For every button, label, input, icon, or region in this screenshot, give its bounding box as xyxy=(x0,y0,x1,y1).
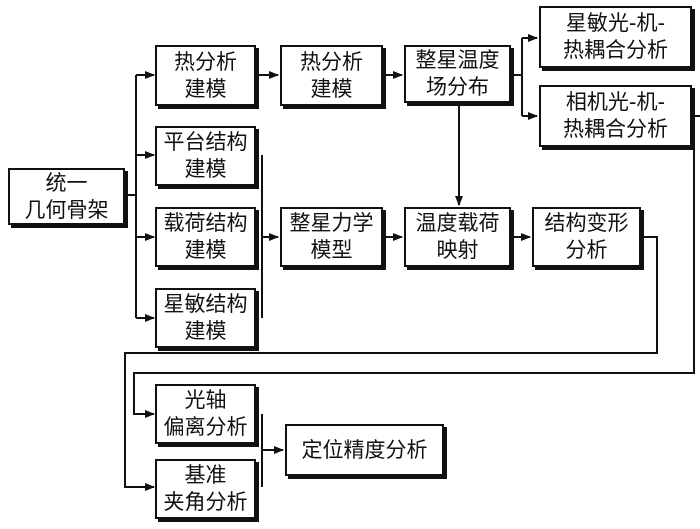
node-temperature-load-mapping: 温度载荷 映射 xyxy=(404,207,511,267)
node-unified-geometry: 统一 几何骨架 xyxy=(8,168,125,225)
node-label: 星敏结构 建模 xyxy=(163,292,248,343)
node-label: 平台结构 建模 xyxy=(163,130,248,181)
node-reference-angle: 基准 夹角分析 xyxy=(155,459,256,519)
node-label: 整星温度 场分布 xyxy=(415,48,500,99)
node-label: 热分析 建模 xyxy=(300,49,363,101)
node-platform-model: 平台结构 建模 xyxy=(155,126,256,186)
node-label: 热分析 建模 xyxy=(174,49,237,101)
node-mechanics-model: 整星力学 模型 xyxy=(280,207,383,267)
arrow-camera-to-optical-axis xyxy=(133,115,700,418)
node-label: 载荷结构 建模 xyxy=(163,211,248,262)
node-star-sensor-model: 星敏结构 建模 xyxy=(155,288,256,348)
node-temperature-field: 整星温度 场分布 xyxy=(404,45,511,103)
node-label: 相机光-机- 热耦合分析 xyxy=(563,90,668,141)
node-label: 定位精度分析 xyxy=(301,437,428,462)
node-positioning-accuracy: 定位精度分析 xyxy=(285,424,444,476)
node-label: 光轴 偏离分析 xyxy=(163,388,248,439)
node-label: 统一 几何骨架 xyxy=(24,170,109,222)
node-label: 基准 夹角分析 xyxy=(163,463,248,514)
node-structural-deformation: 结构变形 分析 xyxy=(532,207,641,267)
node-optical-axis-offset: 光轴 偏离分析 xyxy=(155,384,256,444)
node-star-sensor-coupling: 星敏光-机- 热耦合分析 xyxy=(539,6,692,68)
node-thermal-model-1: 热分析 建模 xyxy=(155,45,256,106)
node-payload-model: 载荷结构 建模 xyxy=(155,207,256,267)
node-label: 星敏光-机- 热耦合分析 xyxy=(563,11,668,62)
node-thermal-model-2: 热分析 建模 xyxy=(280,45,383,106)
node-camera-coupling: 相机光-机- 热耦合分析 xyxy=(539,85,692,147)
node-label: 结构变形 分析 xyxy=(544,211,629,262)
node-label: 整星力学 模型 xyxy=(289,211,374,262)
arrow-deformation-to-reference-angle xyxy=(124,236,658,491)
node-label: 温度载荷 映射 xyxy=(415,211,500,262)
